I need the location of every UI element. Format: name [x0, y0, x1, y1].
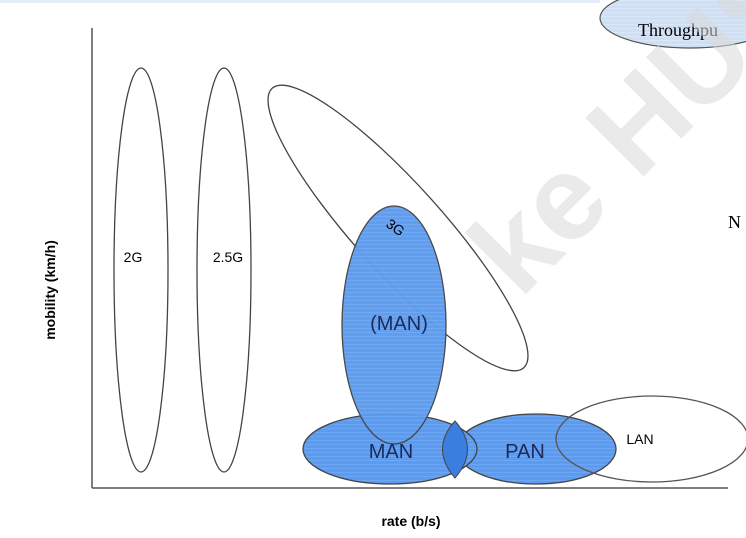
x-axis-label: rate (b/s): [381, 513, 440, 529]
label-pan: PAN: [505, 441, 545, 463]
watermark: ke HUS: [444, 0, 746, 318]
y-axis-label: mobility (km/h): [42, 240, 58, 340]
man-pan-overlap: [442, 420, 468, 479]
region-man-vertical: 3G (MAN): [341, 205, 447, 445]
region-2g: 2G: [113, 67, 169, 473]
label-2-5g: 2.5G: [213, 249, 243, 265]
top-border: [0, 0, 600, 3]
region-2-5g: 2.5G: [196, 67, 252, 473]
region-lan: [555, 395, 746, 483]
throughput-bubble: Throughpu: [599, 0, 746, 49]
label-man-vertical: (MAN): [370, 313, 428, 335]
label-lan: LAN: [626, 431, 653, 447]
label-man: MAN: [369, 441, 413, 463]
label-2g: 2G: [124, 249, 143, 265]
throughput-label: Throughpu: [638, 20, 718, 40]
side-text: N: [728, 212, 741, 232]
